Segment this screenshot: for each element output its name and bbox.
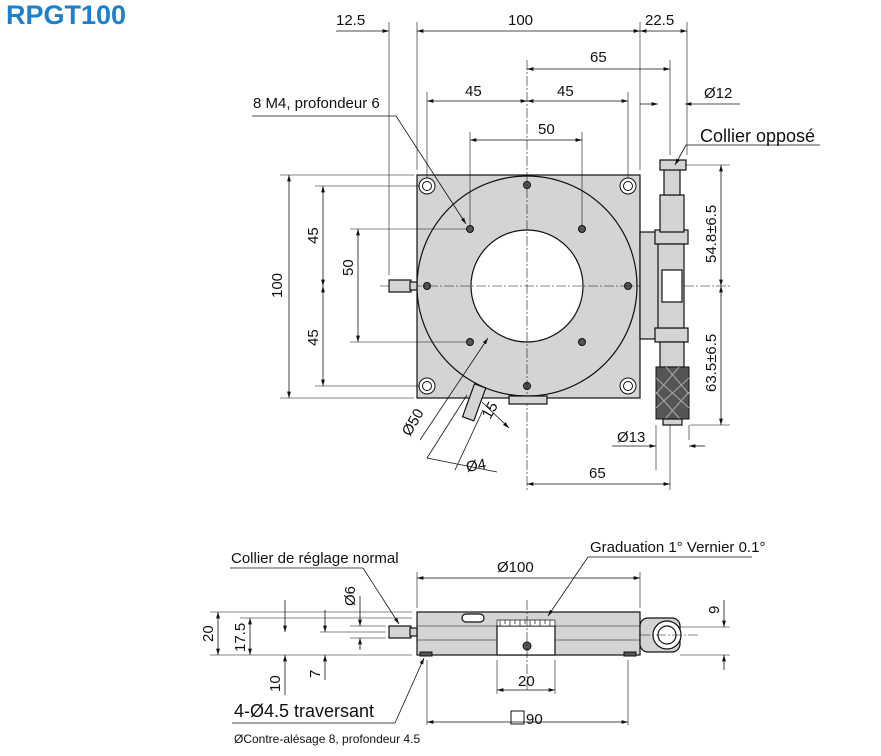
label-d50-v: 50 <box>340 259 357 276</box>
label-d45-v-lower: 45 <box>305 329 322 346</box>
top-view: 12.5 100 22.5 65 45 45 50 Ø12 8 M4, prof… <box>252 12 820 490</box>
label-d65-bottom: 65 <box>589 465 606 482</box>
label-d45-left: 45 <box>465 83 482 100</box>
label-m4: 8 M4, profondeur 6 <box>253 95 380 112</box>
side-dimension-lines <box>216 556 752 724</box>
label-d45-v-upper: 45 <box>305 227 322 244</box>
label-d100-top: 100 <box>508 12 533 29</box>
label-graduation: Graduation 1° Vernier 0.1° <box>590 539 765 556</box>
label-d9: 9 <box>706 606 723 614</box>
corner-holes <box>418 177 637 395</box>
side-dimension-texts: Ø100 Collier de réglage normal Graduatio… <box>200 539 765 746</box>
label-d100-v: 100 <box>269 273 286 298</box>
label-phi6: Ø6 <box>342 586 359 606</box>
label-phi100: Ø100 <box>497 559 534 576</box>
micrometer-assembly <box>639 159 690 426</box>
label-sq90: 90 <box>526 711 543 728</box>
side-left-knob <box>388 625 412 639</box>
label-d15: 15 <box>479 399 502 422</box>
side-center-block <box>496 625 556 656</box>
label-d54-8: 54.8±6.5 <box>703 205 720 263</box>
top-extension-lines <box>280 22 730 490</box>
label-d65-top: 65 <box>590 49 607 66</box>
label-d17-5: 17.5 <box>232 623 249 652</box>
square-symbol <box>510 710 525 725</box>
label-d7: 7 <box>307 670 324 678</box>
label-phi4: Ø4 <box>465 456 488 476</box>
product-title: RPGT100 <box>6 0 127 30</box>
label-d20: 20 <box>200 625 217 642</box>
label-d50-top: 50 <box>538 121 555 138</box>
side-view: Ø100 Collier de réglage normal Graduatio… <box>200 539 765 746</box>
label-contre-alesage: ØContre-alésage 8, profondeur 4.5 <box>234 732 420 746</box>
top-dimension-texts: 12.5 100 22.5 65 45 45 50 Ø12 8 M4, prof… <box>253 12 815 482</box>
label-d22-5: 22.5 <box>645 12 674 29</box>
label-collier-oppose: Collier opposé <box>700 126 815 146</box>
label-phi13: Ø13 <box>617 429 645 446</box>
label-d10: 10 <box>267 675 284 692</box>
m4-holes <box>423 181 632 390</box>
left-clamp-knob <box>388 279 412 293</box>
label-d45-right: 45 <box>557 83 574 100</box>
label-d20-center: 20 <box>518 673 535 690</box>
label-d12-5: 12.5 <box>336 12 365 29</box>
label-traversant: 4-Ø4.5 traversant <box>234 701 374 721</box>
angled-pin <box>461 383 487 422</box>
label-phi12: Ø12 <box>704 85 732 102</box>
label-phi50: Ø50 <box>399 406 428 439</box>
graduation-scale <box>496 619 556 627</box>
label-collier-reglage: Collier de réglage normal <box>231 550 399 567</box>
top-dimension-lines <box>252 29 820 486</box>
label-d63-5: 63.5±6.5 <box>703 334 720 392</box>
